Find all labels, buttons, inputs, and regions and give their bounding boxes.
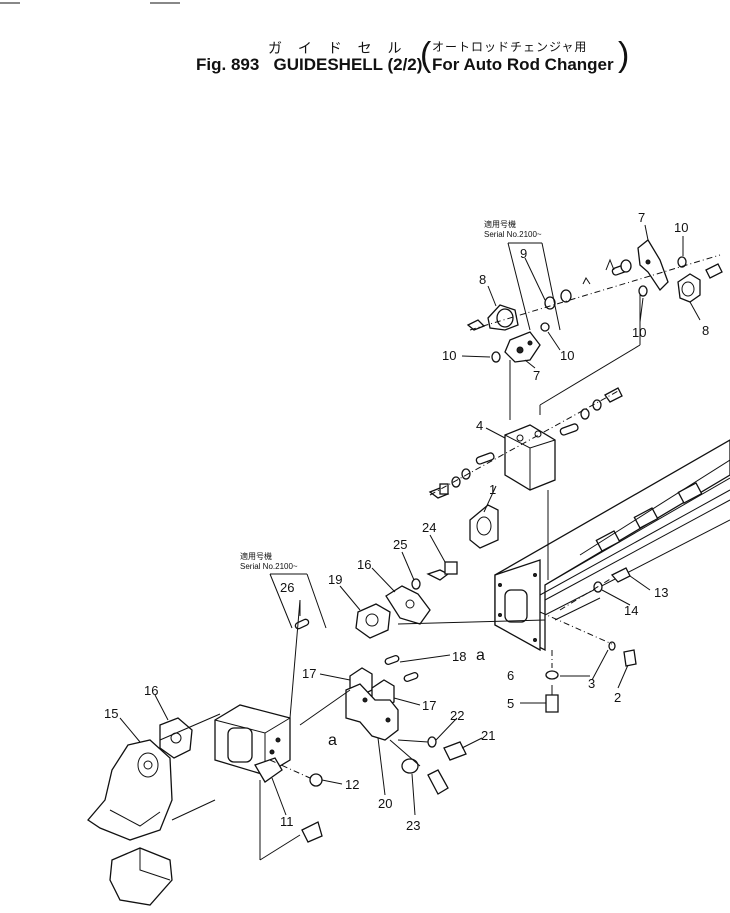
callout-10-right: 10: [632, 325, 646, 340]
part-16-19-upper: [355, 561, 458, 639]
callout-7-left: 7: [533, 368, 540, 383]
serial-note-jp: 適用号機: [484, 220, 516, 229]
figure-name: GUIDESHELL (2/2): [273, 55, 423, 74]
title-japanese: ガ イ ド セ ル: [268, 40, 408, 56]
callout-23: 23: [406, 818, 420, 833]
callout-7-right: 7: [638, 210, 645, 225]
callout-25: 25: [393, 537, 407, 552]
callout-6: 6: [507, 668, 514, 683]
callout-13: 13: [654, 585, 668, 600]
part-11-housing: [214, 704, 291, 783]
serial-note-upper: 適用号機 Serial No.2100~: [484, 220, 542, 240]
reference-a-housing: a: [328, 732, 337, 749]
serial-note-jp: 適用号機: [240, 552, 272, 561]
part-16-lower-plate: [159, 717, 193, 759]
part-2-bolt: [623, 649, 637, 667]
callout-17-right: 17: [422, 698, 436, 713]
part-15-guide-head: [87, 739, 173, 841]
callout-12: 12: [345, 777, 359, 792]
callout-17-left: 17: [302, 666, 316, 681]
part-21-bolt: [443, 741, 467, 761]
part-3-washer: [608, 641, 616, 651]
callout-leaders: [119, 224, 701, 816]
close-paren: ): [618, 36, 630, 74]
callout-11: 11: [280, 814, 294, 829]
callout-8-right: 8: [702, 323, 709, 338]
title-note-japanese: オートロッドチェンジャ用: [432, 40, 588, 54]
part-5-bolt: [545, 694, 559, 713]
part-4-block: [504, 290, 641, 580]
callout-4: 4: [476, 418, 483, 433]
callout-19: 19: [328, 572, 342, 587]
part-23-nut: [401, 758, 419, 774]
serial-note-lower: 適用号機 Serial No.2100~: [240, 552, 298, 572]
serial-note-en: Serial No.2100~: [484, 230, 542, 239]
part-12-nut: [309, 773, 323, 787]
rail-end-plate: [494, 559, 541, 652]
callout-10-left: 10: [442, 348, 456, 363]
callout-10-center: 10: [560, 348, 574, 363]
part-7-8-right: [637, 239, 723, 303]
callout-18: 18: [452, 649, 466, 664]
callout-3: 3: [588, 676, 595, 691]
callout-8-left: 8: [479, 272, 486, 287]
housing-bolt: [301, 821, 323, 843]
callout-15: 15: [104, 706, 118, 721]
callout-5: 5: [507, 696, 514, 711]
part-22-washer: [427, 736, 437, 748]
callout-9: 9: [520, 246, 527, 261]
figure-number: Fig. 893: [196, 55, 260, 74]
bottom-bracket: [109, 847, 173, 906]
callout-1: 1: [489, 482, 496, 497]
callout-14: 14: [624, 603, 638, 618]
part-1-gasket: [469, 504, 499, 549]
open-paren: (: [420, 36, 432, 74]
part-26-pin: [294, 618, 310, 630]
callout-26: 26: [280, 580, 294, 595]
callout-22: 22: [450, 708, 464, 723]
part-6-washer: [545, 670, 559, 680]
part-13-bolt: [610, 567, 631, 583]
callout-16-lower: 16: [144, 683, 158, 698]
upper-fasteners: [428, 258, 632, 499]
part-20-bracket: [345, 683, 399, 741]
callout-2: 2: [614, 690, 621, 705]
callout-21: 21: [481, 728, 495, 743]
part-7-8-left: [466, 304, 541, 363]
callout-20: 20: [378, 796, 392, 811]
callout-numbers: 7 10 8 9 10 8 10 10 7 4 1 24 25 16 19 26…: [104, 210, 709, 833]
callout-16-upper: 16: [357, 557, 371, 572]
callout-10-top-right: 10: [674, 220, 688, 235]
title-note-english: For Auto Rod Changer: [432, 55, 614, 74]
serial-note-en: Serial No.2100~: [240, 562, 298, 571]
callout-24: 24: [422, 520, 436, 535]
figure-title: Fig. 893 GUIDESHELL (2/2): [196, 55, 422, 75]
reference-a-rail: a: [476, 647, 485, 664]
